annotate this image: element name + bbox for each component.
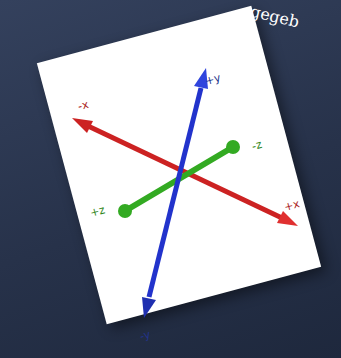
z-end-ball xyxy=(118,204,132,218)
slide-card xyxy=(37,6,321,324)
y-arrowhead xyxy=(142,297,156,318)
x-axis xyxy=(88,126,282,218)
x-arrowhead xyxy=(277,211,298,226)
x-arrowhead xyxy=(72,118,93,133)
y-axis xyxy=(149,88,201,297)
axis-label: -z xyxy=(251,139,263,152)
axis-label: +z xyxy=(89,204,106,219)
axis-label: -y xyxy=(139,329,152,342)
z-end-ball xyxy=(226,140,240,154)
